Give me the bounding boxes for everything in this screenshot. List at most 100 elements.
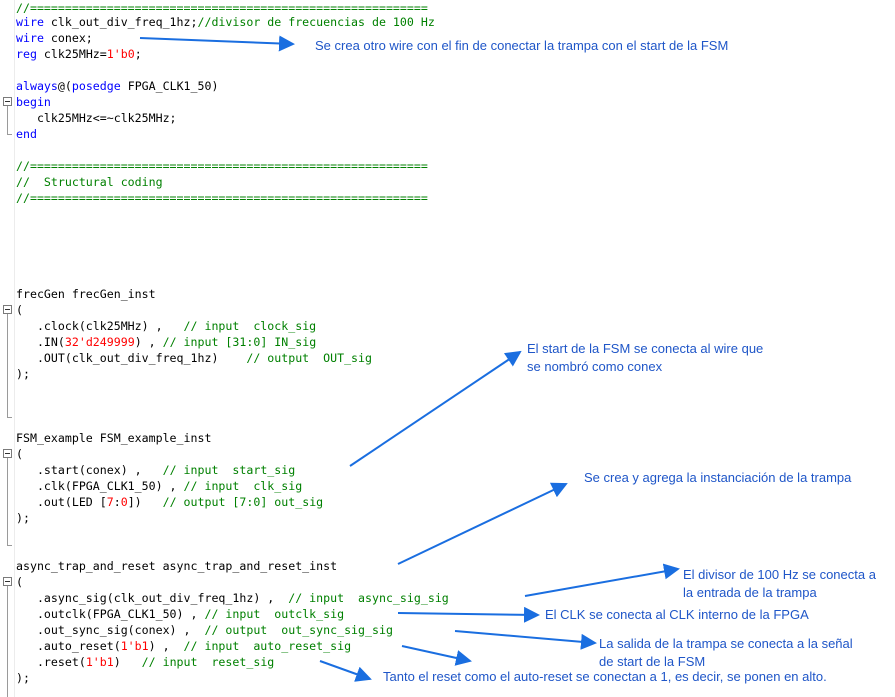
code-token-text: async_trap_and_reset async_trap_and_rese…: [16, 559, 338, 573]
code-token-keyword: reg: [16, 47, 37, 61]
code-line[interactable]: .OUT(clk_out_div_freq_1hz) // output OUT…: [16, 350, 372, 366]
code-token-keyword: begin: [16, 95, 51, 109]
code-token-comment: //======================================…: [16, 191, 428, 205]
code-token-comment: //======================================…: [16, 159, 428, 173]
annotation-clk-fpga: El CLK se conecta al CLK interno de la F…: [545, 607, 809, 622]
code-token-comment: // input async_sig_sig: [288, 591, 449, 605]
code-token-comment: // input auto_reset_sig: [183, 639, 352, 653]
code-token-number: 32'd249999: [64, 335, 135, 349]
code-token-text: conex;: [43, 31, 93, 45]
code-line[interactable]: (: [16, 446, 23, 462]
code-token-number: 7: [106, 495, 114, 509]
code-token-text: FPGA_CLK1_50): [120, 79, 219, 93]
annotation-trap-output: La salida de la trampa se conecta a la s…: [599, 636, 853, 669]
code-token-comment: // input reset_sig: [141, 655, 275, 669]
arrow-clk-fpga: [397, 606, 540, 623]
code-line[interactable]: .outclk(FPGA_CLK1_50) , // input outclk_…: [16, 606, 344, 622]
code-token-text: (: [16, 447, 23, 461]
arrow-divider-input: [524, 563, 680, 597]
code-token-comment: // input clk_sig: [183, 479, 303, 493]
code-line[interactable]: // Structural coding: [16, 174, 163, 190]
annotation-wire-conex: Se crea otro wire con el fin de conectar…: [315, 38, 729, 53]
code-token-number: 1'b1: [120, 639, 149, 653]
code-token-text: FSM_example FSM_example_inst: [16, 431, 212, 445]
code-line[interactable]: .reset(1'b1) // input reset_sig: [16, 654, 274, 670]
code-line[interactable]: .out_sync_sig(conex) , // output out_syn…: [16, 622, 393, 638]
code-line[interactable]: .async_sig(clk_out_div_freq_1hz) , // in…: [16, 590, 449, 606]
arrow-wire-conex: [139, 35, 295, 52]
code-token-text: clk25MHz=: [36, 47, 107, 61]
code-token-comment: // output OUT_sig: [246, 351, 372, 365]
code-token-number: 1'b0: [106, 47, 135, 61]
code-line[interactable]: //======================================…: [16, 158, 428, 174]
code-token-text: ): [113, 655, 142, 669]
code-line[interactable]: async_trap_and_reset async_trap_and_rese…: [16, 558, 337, 574]
code-token-text: .async_sig(clk_out_div_freq_1hz) ,: [16, 591, 289, 605]
code-line[interactable]: .out(LED [7:0]) // output [7:0] out_sig: [16, 494, 323, 510]
code-line[interactable]: wire clk_out_div_freq_1hz;//divisor de f…: [16, 14, 435, 30]
code-line[interactable]: (: [16, 302, 23, 318]
code-line[interactable]: .clock(clk25MHz) , // input clock_sig: [16, 318, 316, 334]
code-line[interactable]: );: [16, 510, 30, 526]
code-token-text: .out(LED [: [16, 495, 107, 509]
code-token-text: .clk(FPGA_CLK1_50) ,: [16, 479, 184, 493]
code-token-text: frecGen frecGen_inst: [16, 287, 156, 301]
code-token-text: .outclk(FPGA_CLK1_50) ,: [16, 607, 205, 621]
fold-guide-end: [7, 134, 12, 135]
code-line[interactable]: wire conex;: [16, 30, 93, 46]
code-token-comment: // Structural coding: [16, 175, 163, 189]
arrow-start-conex: [349, 350, 522, 467]
code-line[interactable]: //======================================…: [16, 190, 428, 206]
code-token-text: clk_out_div_freq_1hz;: [43, 15, 198, 29]
code-token-text: ]): [127, 495, 163, 509]
code-token-text: );: [16, 367, 30, 381]
code-token-keyword: always: [16, 79, 58, 93]
code-token-keyword: end: [16, 127, 37, 141]
arrow-auto-reset: [401, 645, 472, 666]
code-line[interactable]: clk25MHz<=~clk25MHz;: [16, 110, 177, 126]
code-token-comment: // input [31:0] IN_sig: [162, 335, 317, 349]
fold-toggle-trap-icon[interactable]: [3, 577, 12, 586]
fold-guide: [7, 456, 8, 545]
code-line[interactable]: (: [16, 574, 23, 590]
code-token-text: .out_sync_sig(conex) ,: [16, 623, 205, 637]
code-token-text: .start(conex) ,: [16, 463, 163, 477]
code-token-comment: //======================================…: [16, 1, 428, 15]
fold-toggle-frecgen-icon[interactable]: [3, 305, 12, 314]
code-token-text: (: [16, 303, 23, 317]
fold-toggle-fsm-icon[interactable]: [3, 449, 12, 458]
code-line[interactable]: );: [16, 366, 30, 382]
fold-toggle-begin-icon[interactable]: [3, 97, 12, 106]
code-token-keyword: posedge: [71, 79, 121, 93]
code-line[interactable]: .clk(FPGA_CLK1_50) , // input clk_sig: [16, 478, 302, 494]
code-token-text: clk25MHz<=~clk25MHz;: [16, 111, 177, 125]
code-line[interactable]: reg clk25MHz=1'b0;: [16, 46, 142, 62]
code-token-text: .IN(: [16, 335, 65, 349]
code-token-text: @(: [57, 79, 72, 93]
code-line[interactable]: .IN(32'd249999) , // input [31:0] IN_sig: [16, 334, 316, 350]
code-token-keyword: wire: [16, 31, 44, 45]
code-line[interactable]: end: [16, 126, 37, 142]
code-token-text: ) ,: [148, 639, 184, 653]
code-token-text: ) ,: [134, 335, 163, 349]
code-line[interactable]: );: [16, 670, 30, 686]
code-line[interactable]: .start(conex) , // input start_sig: [16, 462, 295, 478]
code-line[interactable]: begin: [16, 94, 51, 110]
code-token-comment: // input clock_sig: [183, 319, 317, 333]
fold-guide: [7, 312, 8, 417]
annotation-start-conex: El start de la FSM se conecta al wire qu…: [527, 341, 764, 374]
code-token-text: (: [16, 575, 23, 589]
code-line[interactable]: frecGen frecGen_inst: [16, 286, 156, 302]
code-token-text: :: [113, 495, 121, 509]
fold-gutter: [0, 0, 15, 697]
code-line[interactable]: .auto_reset(1'b1) , // input auto_reset_…: [16, 638, 351, 654]
code-token-text: .OUT(clk_out_div_freq_1hz): [16, 351, 247, 365]
code-token-keyword: wire: [16, 15, 44, 29]
code-line[interactable]: //======================================…: [16, 0, 428, 16]
code-line[interactable]: FSM_example FSM_example_inst: [16, 430, 211, 446]
code-token-text: );: [16, 511, 30, 525]
code-line[interactable]: always@(posedge FPGA_CLK1_50): [16, 78, 218, 94]
code-token-text: ;: [134, 47, 142, 61]
